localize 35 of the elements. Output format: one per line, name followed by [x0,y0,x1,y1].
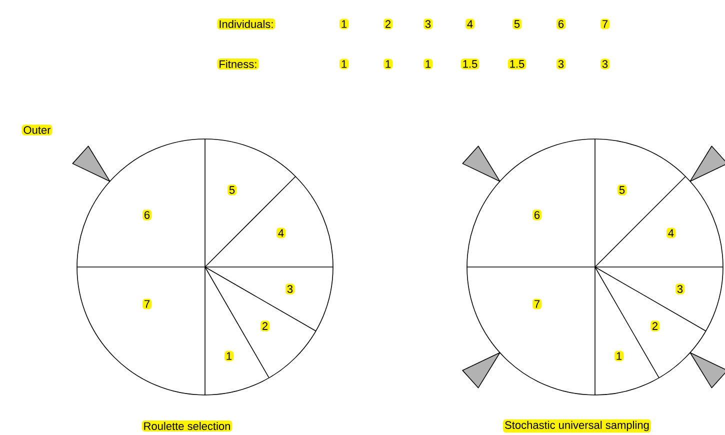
label: 5 [512,18,522,30]
node-label: Stochastic universal sampling [503,419,651,433]
segment-label: 4 [666,228,676,238]
label: 7 [600,18,610,30]
label: 1 [339,58,349,70]
segment-label: 6 [532,210,542,220]
label: 1.5 [460,58,480,70]
label: 3 [556,58,566,70]
label: Outer [22,124,52,136]
segment-label: 3 [285,284,295,294]
label: 1.5 [508,58,526,70]
segment-label: 2 [260,320,270,332]
segment-label: 3 [675,284,685,294]
segment-label: 7 [142,298,152,310]
label: 2 [383,18,393,30]
segment-label: 5 [617,184,627,196]
label: 3 [423,18,433,30]
segment-label: 5 [227,184,237,196]
label: Individuals: [217,18,276,30]
label: Fitness: [217,58,259,70]
label: 1 [383,58,393,70]
label: 4 [465,18,475,30]
wheel [466,138,724,396]
label: 3 [600,58,610,70]
segment-label: 6 [142,210,152,220]
segment-label: 2 [650,320,660,332]
label: 6 [556,18,566,30]
node-label: Roulette selection [142,420,232,432]
wheel [76,138,334,396]
segment-label: 1 [224,350,234,362]
label: 1 [339,18,349,30]
label: 1 [423,58,433,70]
segment-label: 7 [532,298,542,310]
segment-label: 4 [276,228,286,238]
segment-label: 1 [614,350,624,362]
